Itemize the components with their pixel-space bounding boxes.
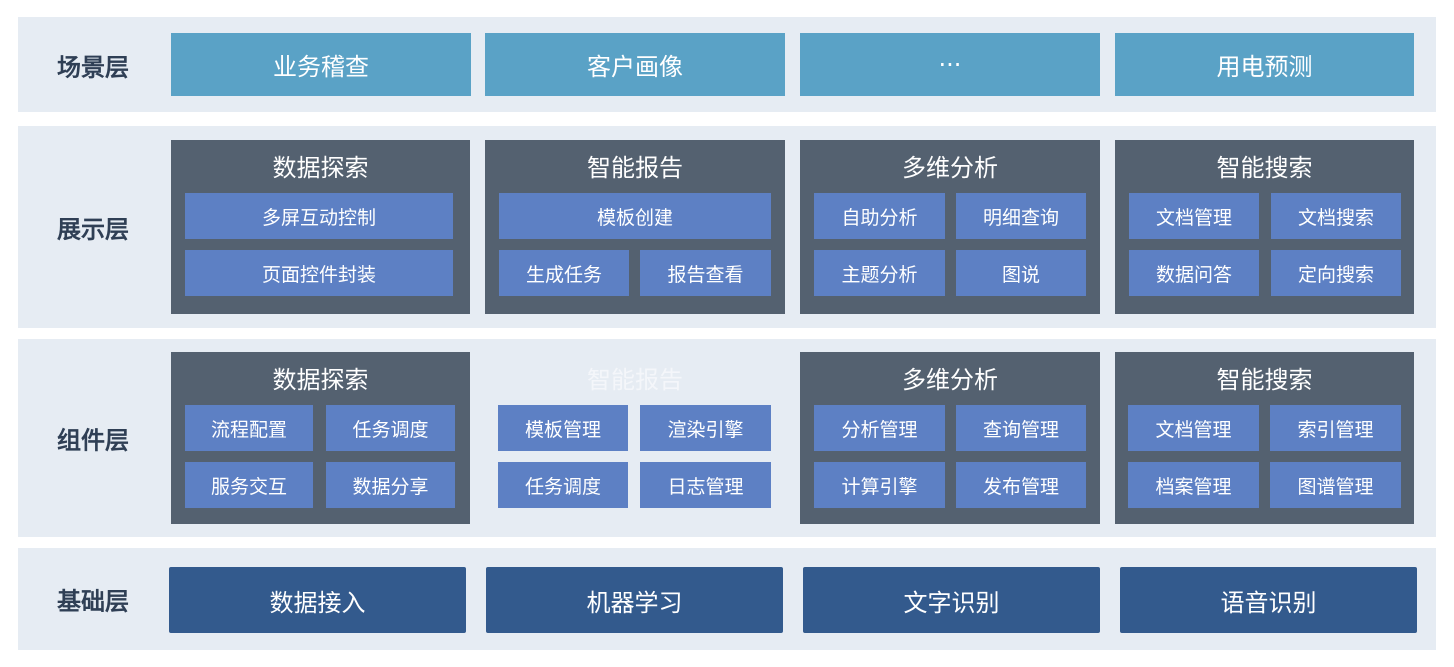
display-panel-smart-search: 智能搜索 文档管理 文档搜索 数据问答 定向搜索 (1115, 140, 1414, 314)
panel-title: 智能搜索 (1216, 366, 1313, 394)
panel-cell: 索引管理 (1270, 405, 1401, 451)
display-layer: 展示层 数据探索 多屏互动控制 页面控件封装 智能报告 模板创建 生成任务 报告… (18, 126, 1436, 328)
panel-title: 智能报告 (587, 154, 683, 182)
scene-layer-label: 场景层 (57, 53, 129, 81)
component-layer: 组件层 数据探索 流程配置 任务调度 服务交互 数据分享 智能报告 模板管理 渲… (18, 339, 1436, 537)
base-item-data-ingest: 数据接入 (169, 567, 466, 633)
panel-title: 多维分析 (902, 366, 998, 394)
panel-cell: 图说 (956, 250, 1086, 296)
scene-item-profile: 客户画像 (485, 33, 785, 96)
scene-item-audit: 业务稽查 (171, 33, 471, 96)
panel-cell: 档案管理 (1128, 462, 1259, 508)
display-layer-label: 展示层 (57, 215, 129, 244)
component-panel-data-explore: 数据探索 流程配置 任务调度 服务交互 数据分享 (171, 352, 470, 524)
panel-title: 数据探索 (272, 366, 369, 394)
base-item-ocr: 文字识别 (803, 567, 1100, 633)
panel-cell: 流程配置 (185, 405, 313, 451)
panel-cell: 任务调度 (326, 405, 455, 451)
panel-cell: 自助分析 (814, 193, 945, 239)
panel-cell: 页面控件封装 (185, 250, 453, 296)
panel-cell: 图谱管理 (1270, 462, 1401, 508)
panel-cell: 数据分享 (326, 462, 455, 508)
panel-cell: 生成任务 (499, 250, 629, 296)
panel-cell: 定向搜索 (1271, 250, 1401, 296)
display-panel-smart-report: 智能报告 模板创建 生成任务 报告查看 (485, 140, 785, 314)
panel-cell: 任务调度 (498, 462, 628, 508)
component-panel-smart-search: 智能搜索 文档管理 索引管理 档案管理 图谱管理 (1115, 352, 1414, 524)
panel-cell: 明细查询 (956, 193, 1086, 239)
panel-title: 多维分析 (902, 154, 998, 182)
panel-cell: 文档管理 (1128, 405, 1259, 451)
panel-cell: 文档搜索 (1271, 193, 1401, 239)
panel-title: 智能报告 (587, 366, 683, 394)
panel-cell: 分析管理 (814, 405, 945, 451)
panel-cell: 服务交互 (185, 462, 313, 508)
display-panel-data-explore: 数据探索 多屏互动控制 页面控件封装 (171, 140, 470, 314)
scene-item-more: ··· (800, 33, 1100, 96)
panel-cell: 多屏互动控制 (185, 193, 453, 239)
panel-cell: 发布管理 (956, 462, 1086, 508)
panel-cell: 报告查看 (640, 250, 771, 296)
panel-cell: 查询管理 (956, 405, 1086, 451)
base-layer-label: 基础层 (57, 587, 129, 616)
panel-cell: 渲染引擎 (640, 405, 771, 451)
base-item-machine-learning: 机器学习 (486, 567, 783, 633)
display-panel-multi-analysis: 多维分析 自助分析 明细查询 主题分析 图说 (800, 140, 1100, 314)
panel-title: 智能搜索 (1216, 154, 1313, 182)
panel-cell: 主题分析 (814, 250, 945, 296)
component-layer-label: 组件层 (57, 426, 129, 455)
panel-cell: 日志管理 (640, 462, 771, 508)
component-panel-smart-report: 智能报告 模板管理 渲染引擎 任务调度 日志管理 (485, 352, 785, 524)
base-layer: 基础层 数据接入 机器学习 文字识别 语音识别 (18, 548, 1436, 650)
base-item-speech-recognition: 语音识别 (1120, 567, 1417, 633)
panel-cell: 数据问答 (1129, 250, 1259, 296)
scene-item-forecast: 用电预测 (1115, 33, 1414, 96)
panel-cell: 模板管理 (498, 405, 628, 451)
panel-cell: 计算引擎 (814, 462, 945, 508)
component-panel-multi-analysis: 多维分析 分析管理 查询管理 计算引擎 发布管理 (800, 352, 1100, 524)
scene-layer: 场景层 业务稽查 客户画像 ··· 用电预测 (18, 17, 1436, 112)
panel-cell: 模板创建 (499, 193, 771, 239)
panel-cell: 文档管理 (1129, 193, 1259, 239)
panel-title: 数据探索 (272, 154, 369, 182)
